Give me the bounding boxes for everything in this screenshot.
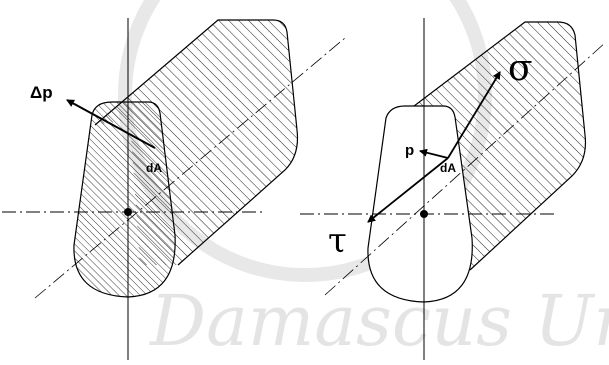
right-area-label: dA — [440, 161, 456, 175]
right-normal-stress-arrow — [447, 71, 501, 159]
right-force-label: p — [405, 142, 414, 159]
left-force-label: Δp — [30, 83, 53, 102]
right-cross-section — [367, 105, 473, 303]
right-normal-stress-label: σ — [508, 48, 533, 89]
right-shear-stress-arrow — [367, 157, 449, 223]
left-prism-outline — [94, 19, 299, 266]
right-prism-outline — [384, 21, 587, 271]
right-shear-stress-label: τ — [328, 221, 347, 261]
left-diagonal-axis — [34, 37, 346, 299]
watermark-text: Damascus Univ — [148, 280, 609, 362]
left-area-label: dA — [146, 161, 162, 175]
left-centroid — [124, 208, 132, 216]
right-diagonal-axis — [324, 41, 607, 296]
right-centroid — [420, 210, 428, 218]
right-prism-body — [385, 22, 586, 270]
left-force-arrow — [66, 99, 156, 149]
right-figure: p dA σ τ — [300, 18, 607, 360]
left-figure: Δp dA — [2, 18, 346, 360]
right-force-arrow — [419, 148, 449, 159]
